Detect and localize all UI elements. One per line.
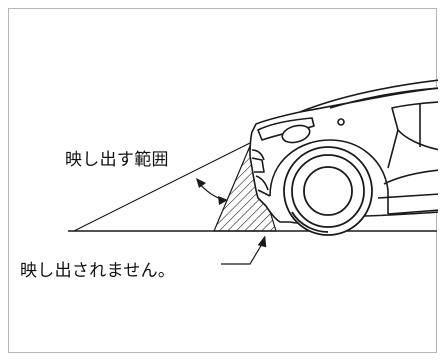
display-range-label: 映し出す範囲 bbox=[65, 150, 169, 170]
rear-wheel-icon bbox=[283, 146, 373, 236]
leader-arrow-icon bbox=[221, 235, 267, 265]
not-displayed-label: 映し出されません。 bbox=[20, 261, 176, 281]
double-headed-curved-arrow-icon bbox=[196, 178, 228, 205]
view-range-line bbox=[73, 141, 253, 232]
